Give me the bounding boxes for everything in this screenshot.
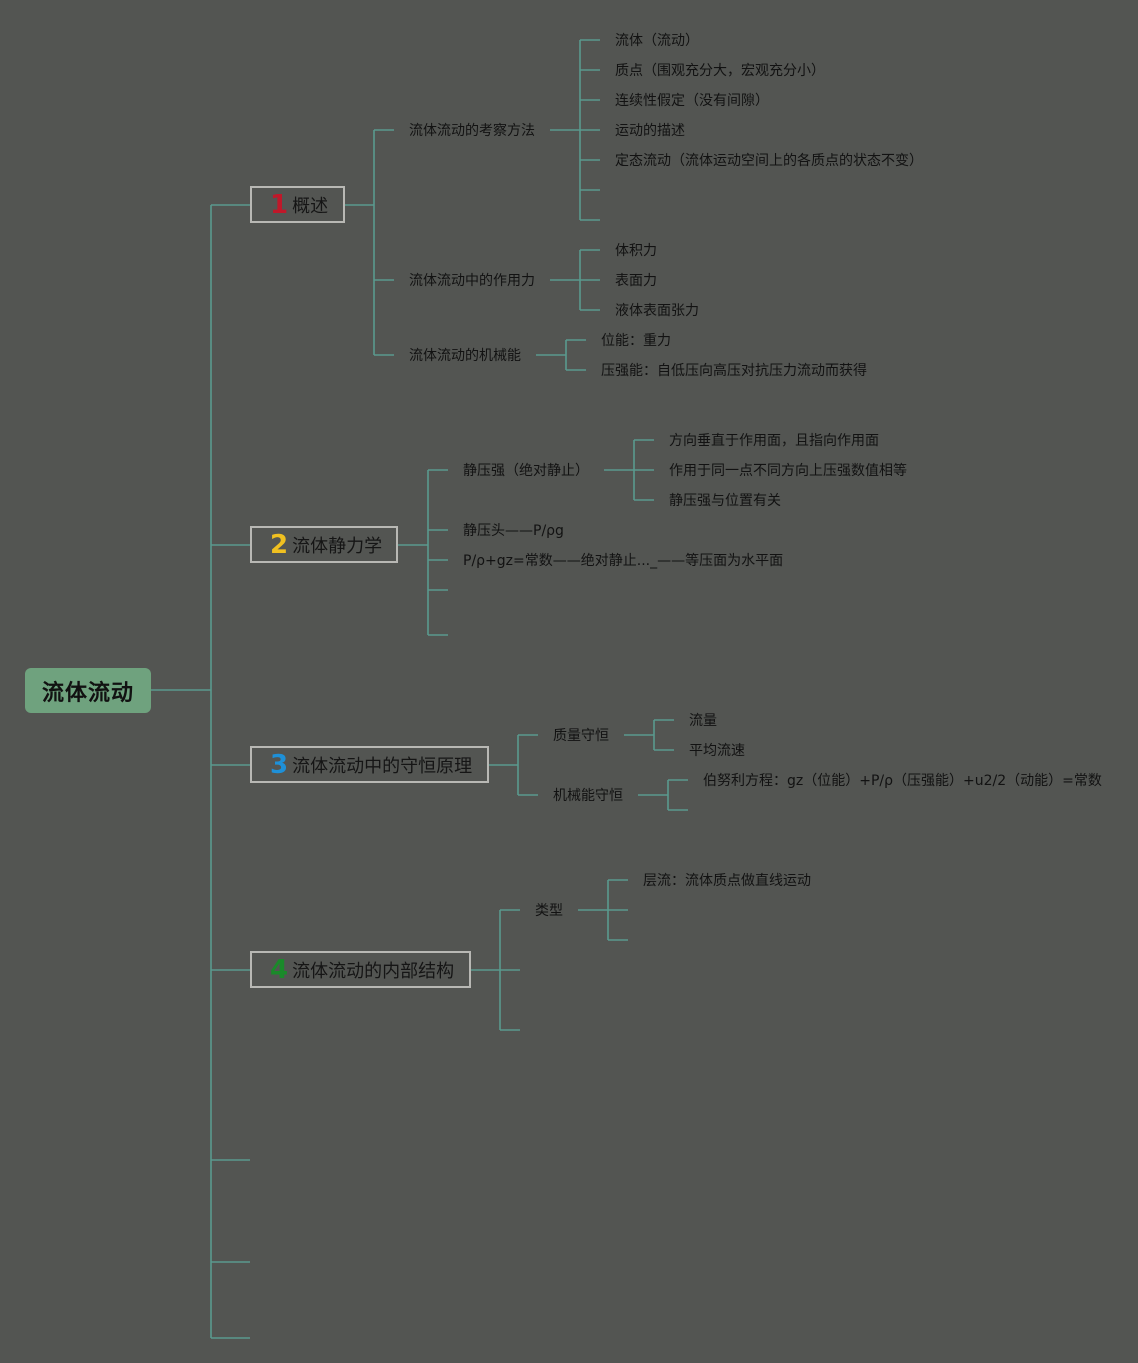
topic-observation-methods[interactable]: 流体流动的考察方法 bbox=[409, 123, 535, 139]
branch-node-1[interactable]: 1 概述 bbox=[250, 186, 345, 223]
branch-number-2: 2 bbox=[270, 529, 289, 560]
branch-label-3: 流体流动中的守恒原理 bbox=[292, 755, 473, 777]
topic-static-head[interactable]: 静压头——P/ρg bbox=[463, 523, 564, 539]
branch-node-3[interactable]: 3 流体流动中的守恒原理 bbox=[250, 746, 489, 783]
branch-number-4: 4 bbox=[270, 954, 289, 985]
leaf-pressure-energy[interactable]: 压强能：自低压向高压对抗压力流动而获得 bbox=[601, 363, 867, 379]
topic-forces[interactable]: 流体流动中的作用力 bbox=[409, 273, 535, 289]
leaf-motion-description[interactable]: 运动的描述 bbox=[615, 123, 685, 139]
leaf-mean-velocity[interactable]: 平均流速 bbox=[689, 743, 745, 759]
leaf-surface-force[interactable]: 表面力 bbox=[615, 273, 657, 289]
branch-number-3: 3 bbox=[270, 749, 289, 780]
topic-static-pressure[interactable]: 静压强（绝对静止） bbox=[463, 463, 589, 479]
leaf-body-force[interactable]: 体积力 bbox=[615, 243, 657, 259]
leaf-flow-rate[interactable]: 流量 bbox=[689, 713, 717, 729]
topic-mechanical-energy[interactable]: 流体流动的机械能 bbox=[409, 348, 521, 364]
branch-node-2[interactable]: 2 流体静力学 bbox=[250, 526, 398, 563]
leaf-particle[interactable]: 质点（围观充分大，宏观充分小） bbox=[615, 63, 825, 79]
topic-flow-type[interactable]: 类型 bbox=[535, 903, 563, 919]
leaf-equal-pressure[interactable]: 作用于同一点不同方向上压强数值相等 bbox=[669, 463, 907, 479]
leaf-fluid[interactable]: 流体（流动） bbox=[615, 33, 699, 49]
leaf-laminar-flow[interactable]: 层流：流体质点做直线运动 bbox=[643, 873, 811, 889]
leaf-steady-flow[interactable]: 定态流动（流体运动空间上的各质点的状态不变） bbox=[615, 153, 923, 169]
branch-number-1: 1 bbox=[270, 189, 289, 220]
branch-label-2: 流体静力学 bbox=[292, 535, 383, 557]
leaf-position-dependent[interactable]: 静压强与位置有关 bbox=[669, 493, 781, 509]
topic-mass-conservation[interactable]: 质量守恒 bbox=[553, 728, 609, 744]
root-node[interactable]: 流体流动 bbox=[25, 668, 151, 713]
leaf-bernoulli[interactable]: 伯努利方程：gz（位能）+P/ρ（压强能）+u2/2（动能）=常数 bbox=[703, 773, 1102, 789]
branch-label-4: 流体流动的内部结构 bbox=[292, 960, 455, 982]
branch-node-4[interactable]: 4 流体流动的内部结构 bbox=[250, 951, 471, 988]
topic-hydrostatic-equation[interactable]: P/ρ+gz=常数——绝对静止..._——等压面为水平面 bbox=[463, 553, 784, 569]
leaf-potential-energy[interactable]: 位能：重力 bbox=[601, 333, 671, 349]
branch-label-1: 概述 bbox=[292, 195, 329, 217]
leaf-perpendicular[interactable]: 方向垂直于作用面，且指向作用面 bbox=[669, 433, 879, 449]
leaf-continuity[interactable]: 连续性假定（没有间隙） bbox=[615, 93, 769, 109]
topic-energy-conservation[interactable]: 机械能守恒 bbox=[553, 788, 623, 804]
leaf-surface-tension[interactable]: 液体表面张力 bbox=[615, 303, 699, 319]
